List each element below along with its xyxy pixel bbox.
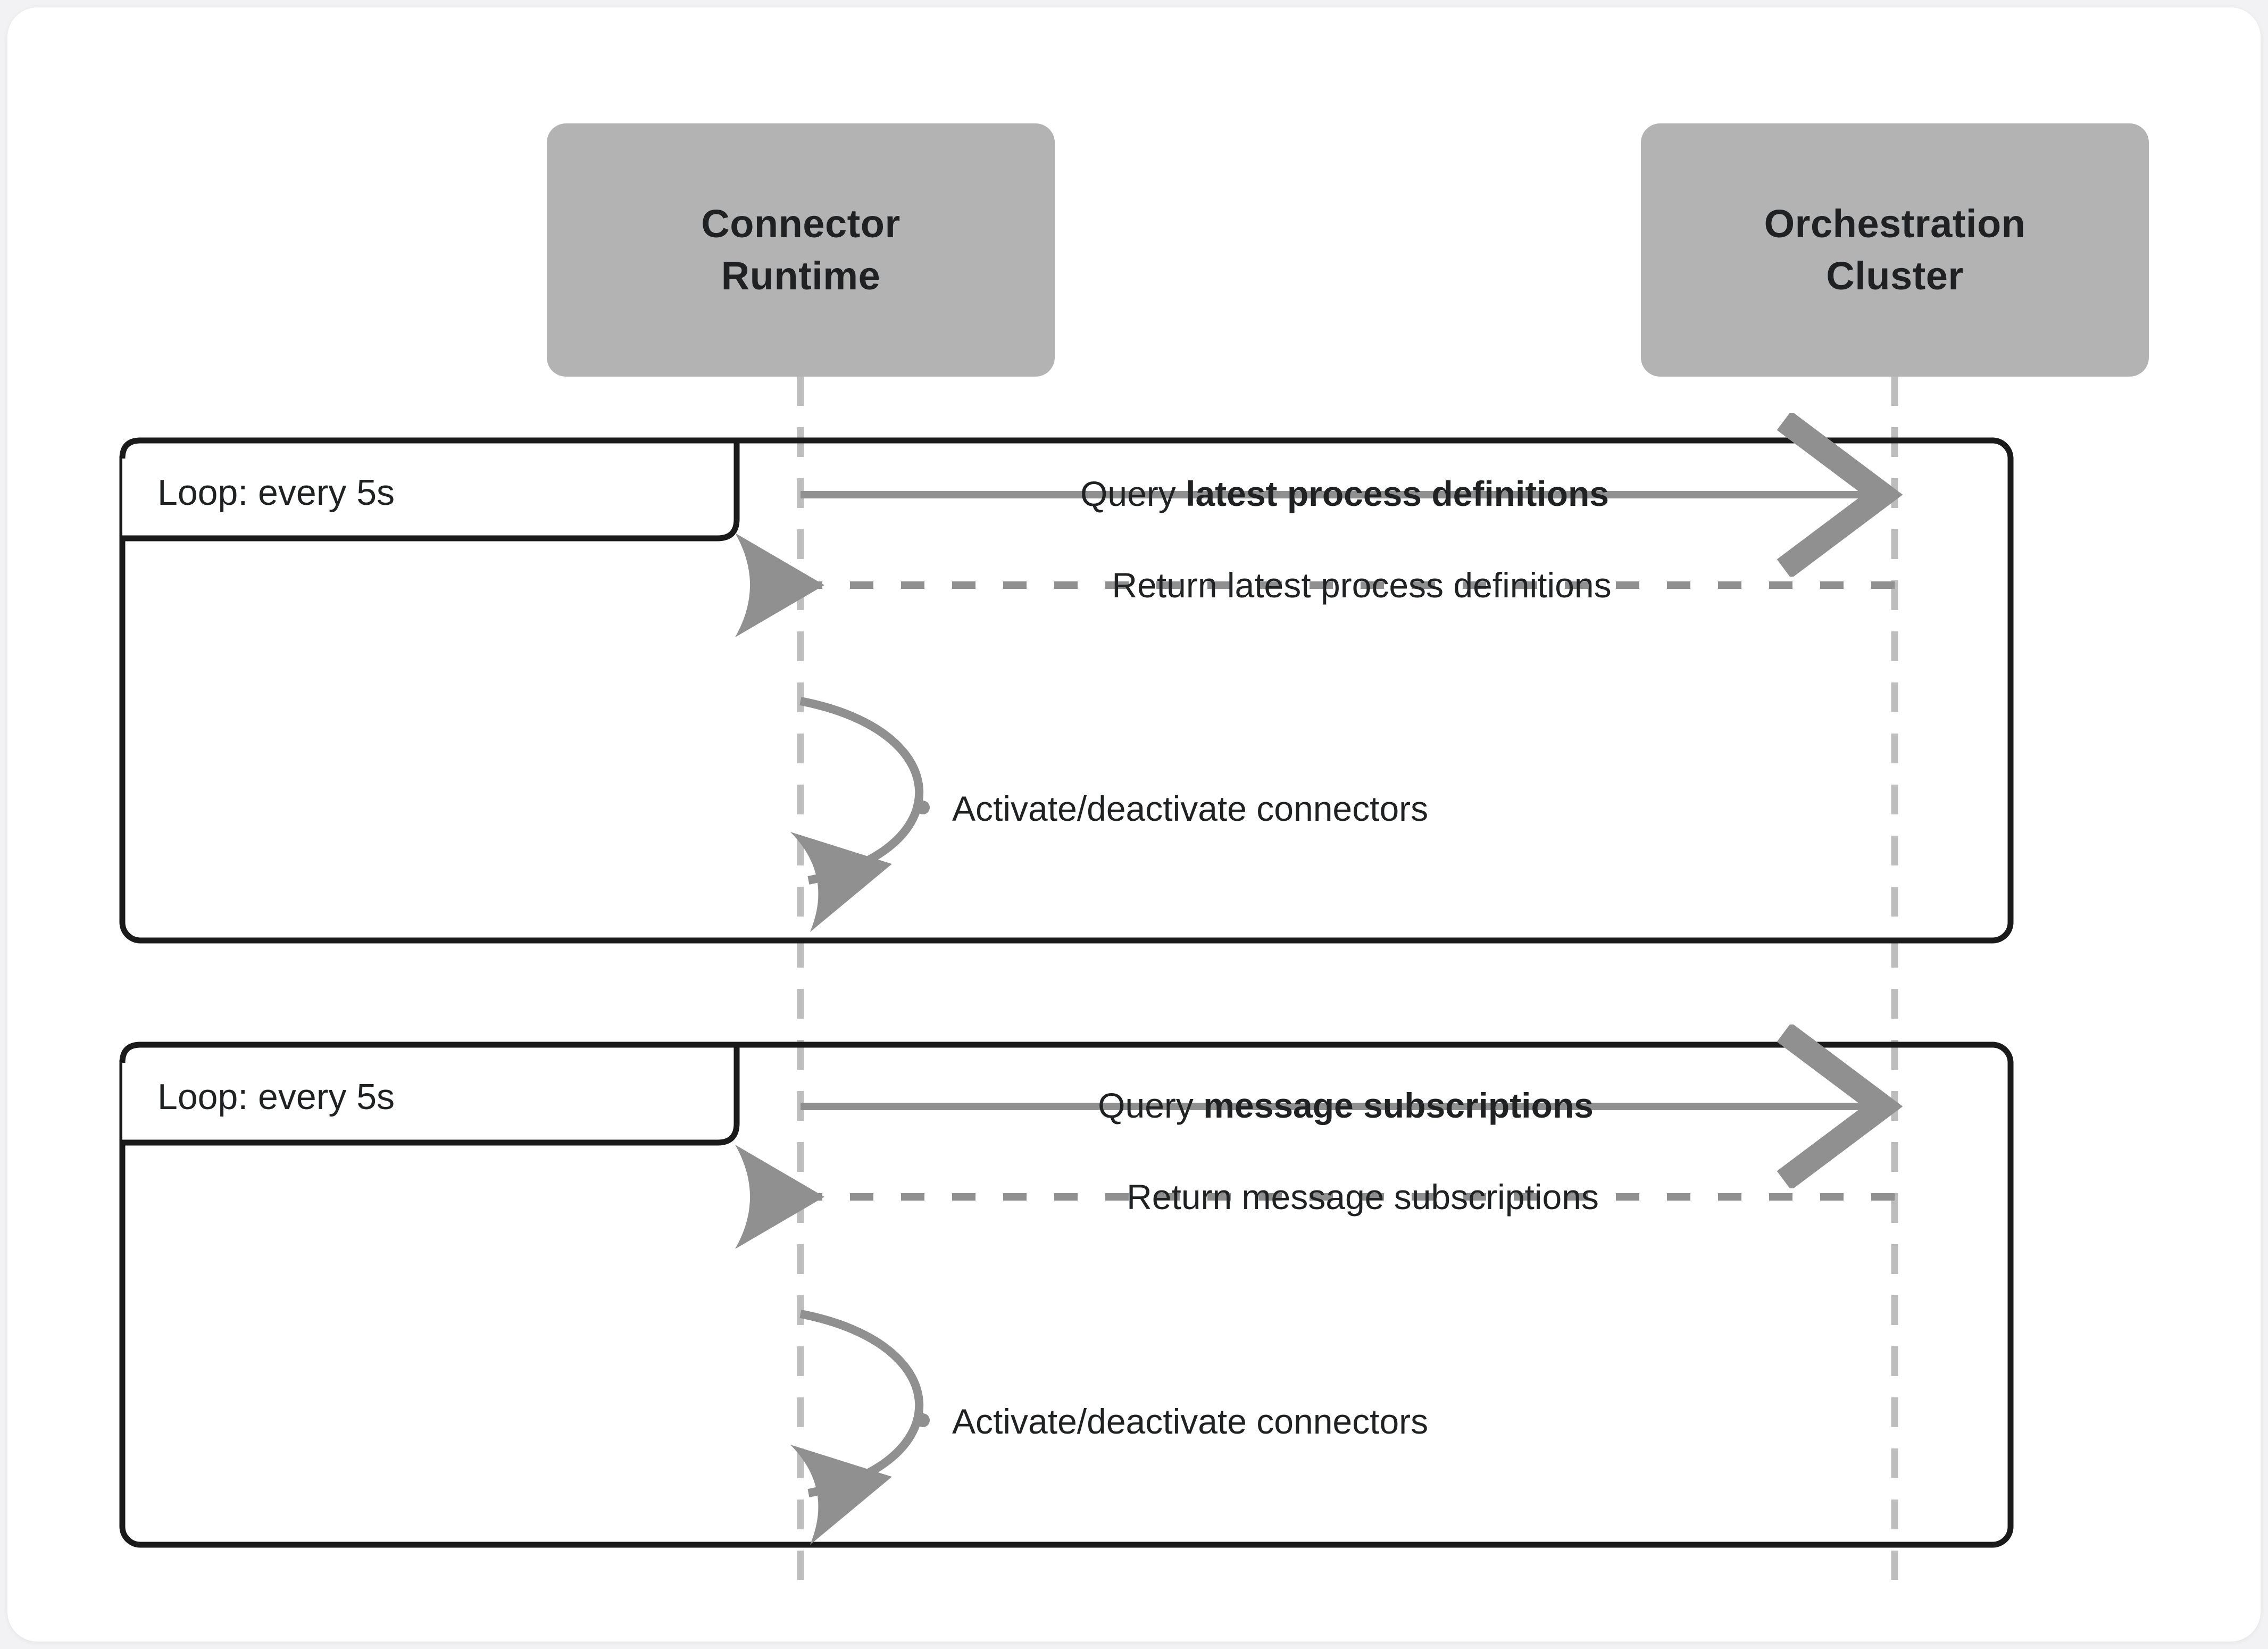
self-message-anchor-dot-1	[916, 801, 930, 814]
participant-connector-runtime-line2: Runtime	[721, 254, 881, 298]
messages-loop-1	[735, 495, 1895, 932]
message-label-activate-deactivate-connectors-1: Activate/deactivate connectors	[952, 789, 1429, 828]
loop-frame-border-1	[119, 437, 2014, 944]
message-label-query-message-subscriptions: Query message subscriptions	[1098, 1088, 1594, 1123]
participant-connector-runtime[interactable]: Connector Runtime	[547, 123, 1055, 377]
message-label-regular-part: Query	[1080, 474, 1186, 513]
loop-frame-process-definitions	[119, 437, 2014, 944]
participant-orchestration-cluster-line2: Cluster	[1826, 254, 1964, 298]
loop-frame-border-2	[119, 1042, 2014, 1548]
participant-orchestration-cluster-line1: Orchestration	[1764, 202, 2026, 246]
loop-frame-message-subscriptions	[119, 1042, 2014, 1548]
participant-orchestration-cluster[interactable]: Orchestration Cluster	[1641, 123, 2149, 377]
message-label-regular-part-2: Query	[1098, 1086, 1204, 1125]
self-message-anchor-dot-2	[916, 1413, 930, 1427]
message-label-return-message-subscriptions: Return message subscriptions	[1127, 1177, 1599, 1217]
loop-label-1: Loop: every 5s	[157, 472, 395, 513]
loop-label-2: Loop: every 5s	[157, 1077, 395, 1117]
self-message-arc-1	[790, 697, 924, 932]
loop-label-tab-2	[119, 1042, 740, 1146]
message-label-return-latest-process-definitions: Return latest process definitions	[1112, 565, 1612, 605]
message-label-query-latest-process-definitions: Query latest process definitions	[1080, 476, 1609, 511]
loop-label-tab-1	[119, 437, 740, 542]
message-label-activate-deactivate-connectors-2: Activate/deactivate connectors	[952, 1402, 1429, 1441]
participant-connector-runtime-line1: Connector	[701, 202, 900, 246]
lifelines	[797, 376, 1898, 1580]
self-message-arc-2	[790, 1310, 924, 1545]
message-label-bold-part-2: message subscriptions	[1203, 1086, 1594, 1125]
message-label-bold-part: latest process definitions	[1186, 474, 1609, 513]
messages-loop-2	[735, 1106, 1895, 1545]
